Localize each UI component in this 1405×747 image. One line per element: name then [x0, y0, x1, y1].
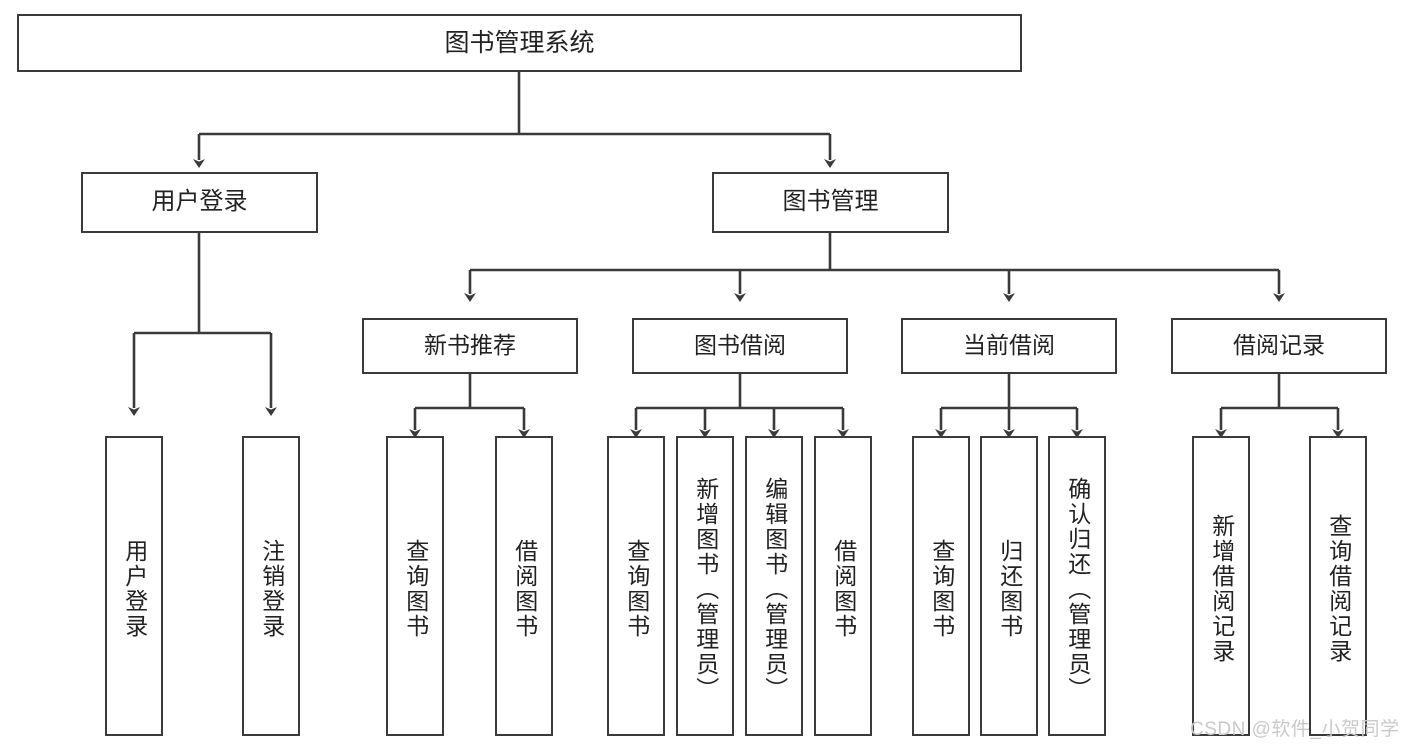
leaf-book-borrow-borrow[interactable]: 借阅图书: [814, 436, 872, 736]
node-new-book-recommend[interactable]: 新书推荐: [362, 318, 578, 374]
leaf-current-borrow-confirm[interactable]: 确认归还（管理员）: [1048, 436, 1106, 736]
leaf-new-book-borrow-label: 借阅图书: [511, 539, 538, 639]
leaf-current-borrow-return-label: 归还图书: [996, 539, 1023, 639]
leaf-borrow-record-query[interactable]: 查询借阅记录: [1309, 436, 1367, 736]
leaf-user-login-logout-label: 注销登录: [258, 539, 285, 639]
leaf-current-borrow-return[interactable]: 归还图书: [980, 436, 1038, 736]
node-borrow-record[interactable]: 借阅记录: [1171, 318, 1387, 374]
leaf-book-borrow-add[interactable]: 新增图书（管理员）: [676, 436, 734, 736]
node-current-borrow-label: 当前借阅: [963, 332, 1055, 359]
leaf-user-login-login-label: 用户登录: [121, 539, 148, 639]
leaf-book-borrow-add-label: 新增图书（管理员）: [692, 476, 719, 702]
node-book-borrow-label: 图书借阅: [694, 332, 786, 359]
node-user-login-label: 用户登录: [151, 188, 248, 216]
node-user-login[interactable]: 用户登录: [81, 172, 318, 233]
leaf-borrow-record-add[interactable]: 新增借阅记录: [1192, 436, 1250, 736]
leaf-book-borrow-borrow-label: 借阅图书: [830, 539, 857, 639]
leaf-new-book-borrow[interactable]: 借阅图书: [495, 436, 553, 736]
leaf-borrow-record-add-label: 新增借阅记录: [1208, 514, 1235, 664]
node-root-label: 图书管理系统: [444, 29, 595, 57]
leaf-user-login-login[interactable]: 用户登录: [105, 436, 163, 736]
node-book-management[interactable]: 图书管理: [712, 172, 949, 233]
node-root[interactable]: 图书管理系统: [17, 14, 1022, 72]
leaf-borrow-record-query-label: 查询借阅记录: [1325, 514, 1352, 664]
node-new-book-recommend-label: 新书推荐: [424, 332, 516, 359]
node-borrow-record-label: 借阅记录: [1233, 332, 1325, 359]
leaf-current-borrow-query-label: 查询图书: [928, 539, 955, 639]
leaf-current-borrow-query[interactable]: 查询图书: [912, 436, 970, 736]
leaf-book-borrow-edit[interactable]: 编辑图书（管理员）: [745, 436, 803, 736]
leaf-book-borrow-edit-label: 编辑图书（管理员）: [761, 476, 788, 702]
leaf-user-login-logout[interactable]: 注销登录: [242, 436, 300, 736]
leaf-new-book-query[interactable]: 查询图书: [386, 436, 444, 736]
csdn-watermark: CSDN @软件_小贺同学: [1190, 719, 1400, 740]
leaf-book-borrow-query-label: 查询图书: [623, 539, 650, 639]
leaf-current-borrow-confirm-label: 确认归还（管理员）: [1064, 476, 1091, 702]
leaf-book-borrow-query[interactable]: 查询图书: [607, 436, 665, 736]
node-book-borrow[interactable]: 图书借阅: [632, 318, 848, 374]
node-book-management-label: 图书管理: [782, 188, 879, 216]
node-current-borrow[interactable]: 当前借阅: [901, 318, 1117, 374]
leaf-new-book-query-label: 查询图书: [402, 539, 429, 639]
